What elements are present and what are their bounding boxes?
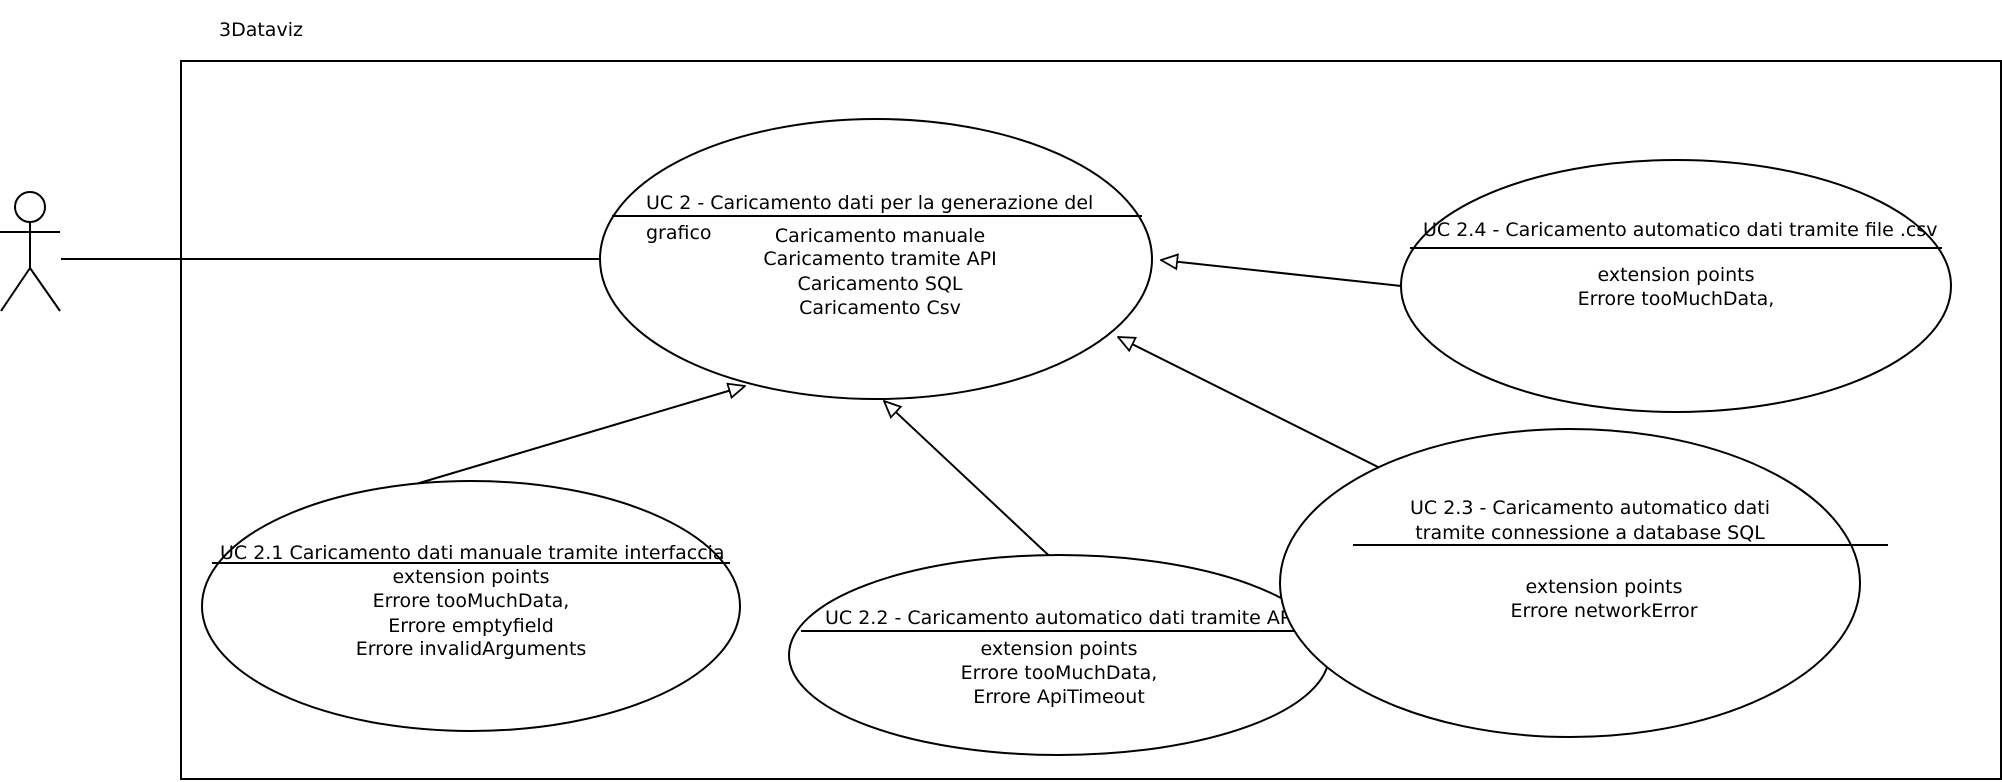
- use-case-uc2-2-item: Errore tooMuchData,: [961, 662, 1158, 684]
- use-case-uc2-2-title: UC 2.2 - Caricamento automatico dati tra…: [825, 607, 1297, 629]
- use-case-uc2-1-item: Errore emptyfield: [388, 615, 554, 637]
- use-case-uc2-1-item: Errore tooMuchData,: [373, 590, 570, 612]
- use-case-uc2-item: Caricamento SQL: [797, 273, 962, 295]
- generalization-arrow-uc23: [1118, 337, 1423, 490]
- system-title: 3Dataviz: [219, 19, 303, 41]
- use-case-uc2-title-line2: grafico: [646, 222, 712, 244]
- use-case-uc2-3-item: extension points: [1525, 576, 1682, 598]
- use-case-uc2-2-item: extension points: [980, 638, 1137, 660]
- use-case-uc2[interactable]: UC 2 - Caricamento dati per la generazio…: [599, 118, 1153, 400]
- system-boundary: [180, 60, 2002, 780]
- use-case-uc2-3-item: Errore networkError: [1510, 600, 1697, 622]
- actor-right-leg: [29, 267, 61, 312]
- actor-left-leg: [0, 267, 31, 312]
- use-case-uc2-4-ellipse: [1400, 159, 1952, 413]
- use-case-uc2-title: UC 2 - Caricamento dati per la generazio…: [646, 192, 1093, 214]
- use-case-uc2-1[interactable]: UC 2.1 Caricamento dati manuale tramite …: [201, 480, 741, 732]
- use-case-uc2-item: Caricamento manuale: [775, 225, 985, 247]
- generalization-arrow-uc22: [884, 401, 1060, 566]
- use-case-uc2-1-title: UC 2.1 Caricamento dati manuale tramite …: [220, 542, 725, 564]
- generalization-arrow-uc21: [415, 386, 745, 485]
- use-case-uc2-2[interactable]: UC 2.2 - Caricamento automatico dati tra…: [788, 554, 1330, 756]
- use-case-uc2-3-title: UC 2.3 - Caricamento automatico dati: [1410, 497, 1770, 519]
- use-case-uc2-4-item: extension points: [1597, 264, 1754, 286]
- use-case-uc2-4-item: Errore tooMuchData,: [1578, 288, 1775, 310]
- actor-figure: [0, 191, 61, 312]
- use-case-uc2-1-ellipse: [201, 480, 741, 732]
- use-case-uc2-ellipse: [599, 118, 1153, 400]
- use-case-uc2-2-item: Errore ApiTimeout: [973, 686, 1145, 708]
- generalization-arrow-uc24: [1161, 260, 1402, 287]
- actor-head: [14, 191, 46, 223]
- use-case-uc2-4[interactable]: UC 2.4 - Caricamento automatico dati tra…: [1400, 159, 1952, 413]
- use-case-uc2-1-item: Errore invalidArguments: [356, 638, 587, 660]
- use-case-uc2-3[interactable]: UC 2.3 - Caricamento automatico dati tra…: [1279, 428, 1888, 738]
- use-case-uc2-4-title: UC 2.4 - Caricamento automatico dati tra…: [1423, 219, 1938, 241]
- use-case-uc2-3-ellipse: [1279, 428, 1861, 738]
- use-case-uc2-item: Caricamento tramite API: [763, 248, 996, 270]
- use-case-uc2-item: Caricamento Csv: [799, 297, 961, 319]
- use-case-uc2-3-title-line2: tramite connessione a database SQL: [1415, 522, 1765, 544]
- use-case-uc2-1-item: extension points: [392, 566, 549, 588]
